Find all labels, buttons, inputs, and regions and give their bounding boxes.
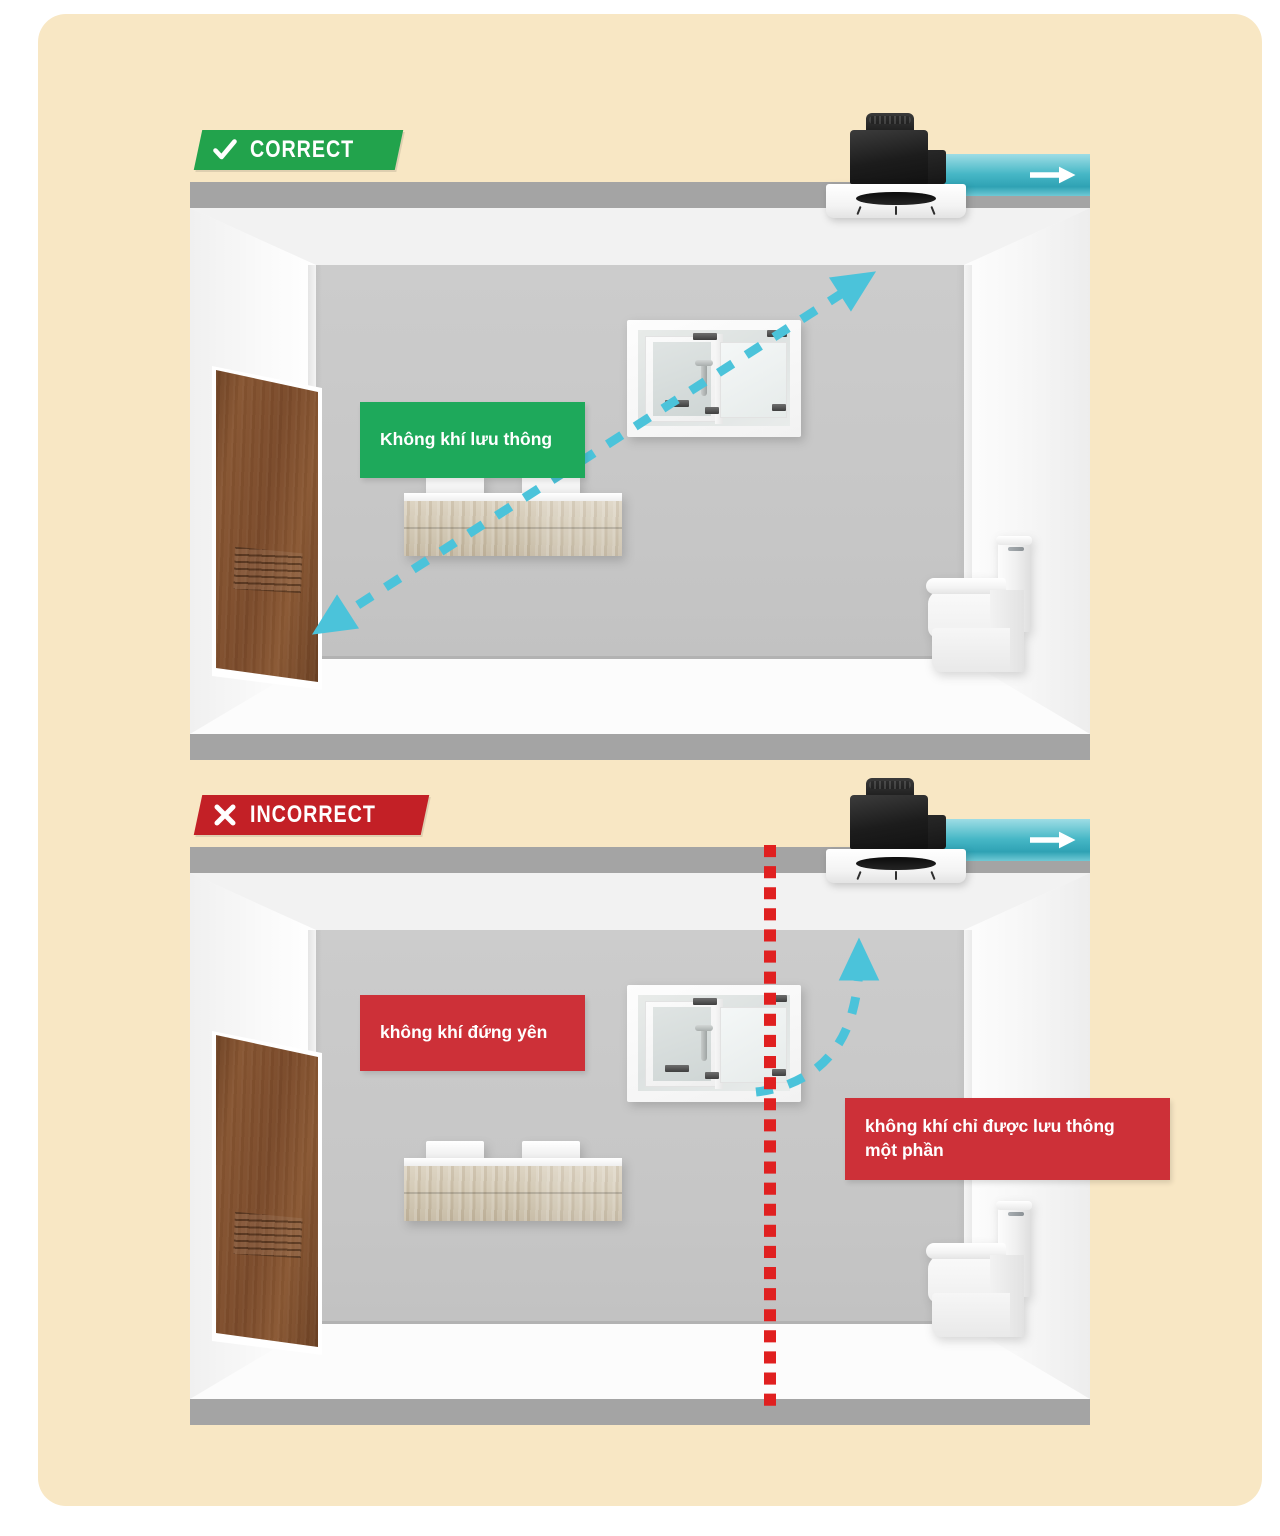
airflow-arrow-incorrect (755, 937, 880, 1097)
vanity-countertop (404, 1158, 622, 1167)
toilet (926, 1201, 1038, 1341)
panel-correct: CORRECT (190, 113, 1090, 760)
toilet-tank-lid (996, 1201, 1032, 1210)
door-grain (216, 370, 318, 682)
vanity-cabinet (404, 1166, 622, 1221)
floor-slab (190, 734, 1090, 760)
toilet-seat (926, 1243, 1006, 1259)
fan-grille-tick (895, 871, 897, 880)
fan-grille (826, 849, 966, 883)
badge-incorrect-label: INCORRECT (250, 801, 376, 828)
window (627, 985, 801, 1102)
toilet-base (932, 628, 1010, 672)
fan-grille-tick (930, 205, 936, 216)
callout-airflow-good: Không khí lưu thông (360, 402, 585, 478)
airflow-arrow-correct (311, 271, 877, 635)
vanity (404, 1141, 622, 1223)
toilet-tank-lid (996, 536, 1032, 545)
right-arrow-icon (1030, 166, 1076, 184)
fan-motor-cap (866, 113, 914, 135)
cross-icon (214, 804, 236, 826)
fan-grille-tick (856, 205, 862, 216)
toilet (926, 536, 1038, 676)
badge-correct-label: CORRECT (250, 136, 355, 163)
floor-slab (190, 1399, 1090, 1425)
fan-motor (850, 130, 928, 184)
basin-left (426, 1141, 484, 1159)
toilet-seat (926, 578, 1006, 594)
check-icon (213, 139, 237, 160)
callout-partial-airflow: không khí chỉ được lưu thông một phần (845, 1098, 1170, 1180)
door-panel (216, 370, 318, 682)
room-interior (190, 208, 1090, 734)
fan-grille-tick (895, 206, 897, 215)
fan-motor (850, 795, 928, 849)
vanity-drawer-line (404, 1192, 622, 1194)
room-correct (190, 182, 1090, 760)
window-latch (665, 1065, 689, 1072)
callout-airflow-good-text: Không khí lưu thông (380, 429, 553, 450)
fan-grille (826, 184, 966, 218)
fan-grille-tick (856, 870, 862, 881)
right-arrow-icon (1030, 831, 1076, 849)
door (212, 360, 322, 690)
toilet-base (932, 1293, 1010, 1337)
callout-stagnant-air: không khí đứng yên (360, 995, 585, 1071)
exhaust-fan-correct (826, 113, 966, 218)
faucet-icon (701, 1027, 707, 1061)
door-panel (216, 1035, 318, 1347)
toilet-flush-button (1008, 547, 1024, 551)
faucet-spout-icon (695, 1025, 713, 1031)
callout-partial-airflow-text: không khí chỉ được lưu thông một phần (865, 1116, 1115, 1160)
badge-correct: CORRECT (193, 130, 404, 170)
room-interior (190, 873, 1090, 1399)
window-latch (767, 995, 787, 1002)
badge-incorrect: INCORRECT (193, 795, 430, 835)
room-incorrect (190, 847, 1090, 1425)
stagnant-zone-divider (764, 845, 776, 1419)
fan-grille-tick (930, 870, 936, 881)
door-grain (216, 1035, 318, 1347)
callout-stagnant-air-text: không khí đứng yên (380, 1022, 548, 1043)
window-mullion (715, 999, 723, 1089)
window-latch (693, 998, 717, 1005)
window-latch (772, 1069, 786, 1076)
fan-motor-cap (866, 778, 914, 800)
door (212, 1025, 322, 1355)
window-latch (705, 1072, 719, 1079)
fan-grille-opening (856, 857, 936, 870)
basin-right (522, 1141, 580, 1159)
floor-edge-line (316, 656, 964, 659)
exhaust-fan-incorrect (826, 778, 966, 883)
toilet-flush-button (1008, 1212, 1024, 1216)
vanity-cabinet-right (538, 1166, 622, 1221)
floor-edge-line (316, 1321, 964, 1324)
fan-grille-opening (856, 192, 936, 205)
right-wall-shadow (956, 265, 972, 659)
panel-incorrect: INCORRECT (190, 778, 1170, 1440)
